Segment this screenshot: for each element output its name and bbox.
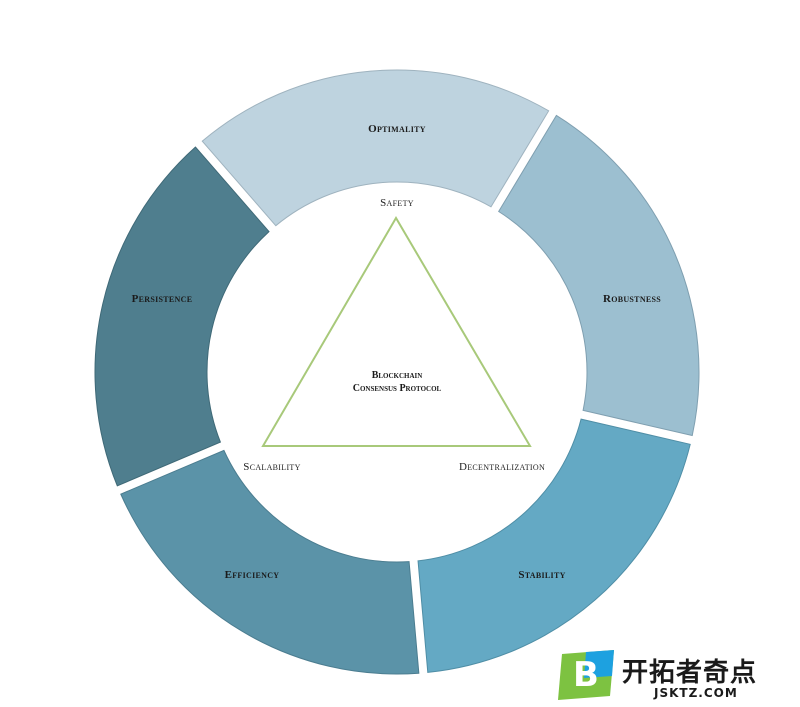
watermark-subtitle: JSKTZ.COM xyxy=(654,686,738,700)
segment-label-persistence: Persistence xyxy=(132,293,193,305)
segment-label-robustness: Robustness xyxy=(603,293,661,305)
watermark: B 开拓者奇点 JSKTZ.COM xyxy=(556,648,796,704)
segment-persistence[interactable] xyxy=(94,146,270,487)
center-label-line2: Consensus Protocol xyxy=(353,383,442,394)
segment-optimality[interactable] xyxy=(201,69,550,227)
svg-text:B: B xyxy=(573,655,599,695)
vertex-label-safety: Safety xyxy=(380,197,414,209)
segment-label-stability: Stability xyxy=(518,569,565,581)
ring-segments xyxy=(94,69,700,675)
segment-label-efficiency: Efficiency xyxy=(225,569,280,581)
vertex-label-scalability: Scalability xyxy=(243,461,300,473)
segment-efficiency[interactable] xyxy=(120,449,420,675)
consensus-triangle xyxy=(261,216,532,447)
vertex-label-decentralization: Decentralization xyxy=(459,461,545,473)
segment-robustness[interactable] xyxy=(498,114,700,437)
b-logo-icon: B xyxy=(558,650,614,700)
segment-stability[interactable] xyxy=(417,418,691,673)
center-label-line1: Blockchain xyxy=(372,370,423,381)
segment-label-optimality: Optimality xyxy=(368,123,426,135)
watermark-title: 开拓者奇点 xyxy=(622,658,758,688)
